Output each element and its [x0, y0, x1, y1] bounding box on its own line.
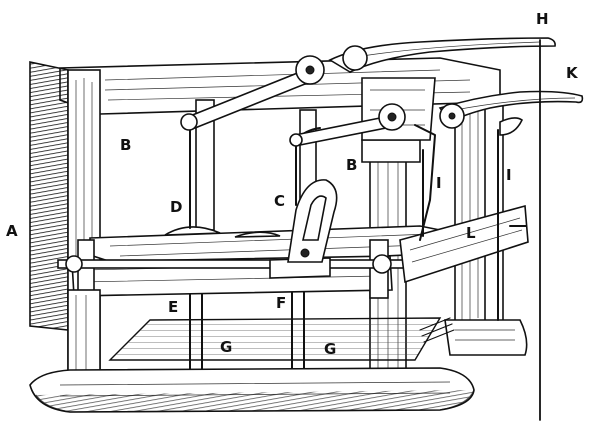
label-k: K [566, 64, 579, 82]
upper-arms [180, 55, 406, 147]
labels: A B B C D E F G G H I I K L [6, 10, 579, 358]
label-l: L [466, 224, 476, 242]
lever-l [399, 204, 529, 284]
label-b-left: B [120, 136, 131, 154]
label-d: D [170, 198, 182, 216]
yoke-c [287, 179, 338, 263]
rods-i [422, 39, 541, 421]
label-i-right: I [506, 166, 512, 184]
label-h: H [536, 10, 549, 28]
label-e: E [168, 298, 178, 316]
label-f: F [276, 294, 286, 312]
label-c: C [274, 192, 285, 210]
label-b-right: B [346, 156, 357, 174]
label-g-left: G [220, 338, 232, 356]
front-post-left [67, 289, 101, 379]
label-g-right: G [324, 340, 336, 358]
label-a: A [6, 222, 18, 240]
rods [189, 287, 305, 381]
handle-k [438, 90, 584, 136]
spring [419, 317, 455, 343]
handle-h [328, 37, 556, 73]
label-i-left: I [436, 174, 442, 192]
lower-platform [108, 317, 442, 361]
base [29, 367, 475, 413]
